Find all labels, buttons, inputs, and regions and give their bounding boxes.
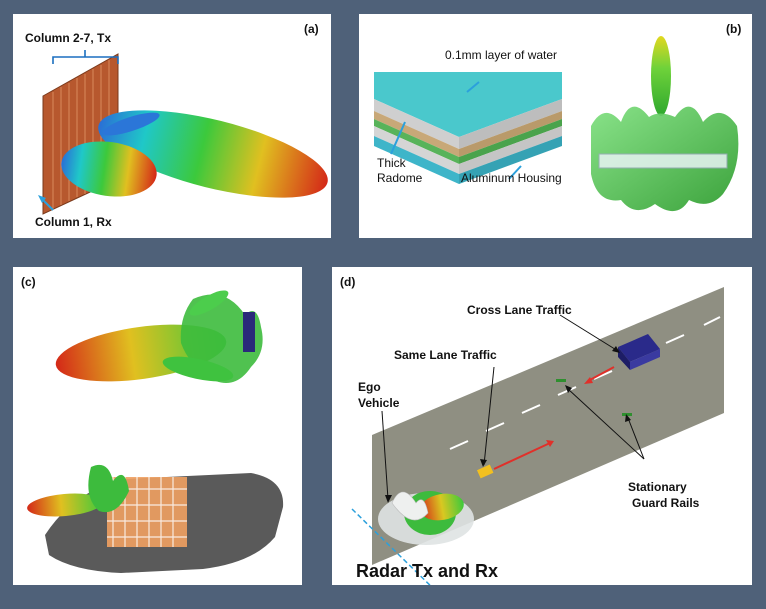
panel-c-figure: [13, 267, 302, 585]
radiation-pattern-b: [591, 36, 738, 211]
label-ego: Ego: [358, 380, 381, 394]
panel-tag-b: (b): [726, 22, 741, 36]
panel-b: (b) 0.1mm layer of water Thick Radome Al…: [359, 14, 752, 238]
label-vehicle: Vehicle: [358, 396, 399, 410]
panel-c: (c): [13, 267, 302, 585]
label-tx-columns: Column 2-7, Tx: [25, 31, 111, 45]
panel-tag-a: (a): [304, 22, 319, 36]
radiation-pattern-c-top: [52, 286, 262, 391]
guard-rail-1: [556, 379, 566, 382]
label-radar-tx-rx: Radar Tx and Rx: [356, 561, 498, 582]
panel-tag-d: (d): [340, 275, 355, 289]
panel-a: (a) Column 2-7, Tx Column 1, Rx: [13, 14, 331, 238]
panel-d: (d) Cross Lane Traffic Same Lane Traffic…: [332, 267, 752, 585]
label-rx-column: Column 1, Rx: [35, 215, 112, 229]
vehicle-bumper-c: [26, 465, 283, 573]
panel-a-figure: [13, 14, 331, 238]
label-thick: Thick: [377, 156, 406, 170]
label-water-layer: 0.1mm layer of water: [445, 48, 557, 62]
label-aluminum-housing: Aluminum Housing: [461, 171, 562, 185]
panel-tag-c: (c): [21, 275, 36, 289]
label-radome: Radome: [377, 171, 422, 185]
label-stationary: Stationary: [628, 480, 687, 494]
label-cross-lane-traffic: Cross Lane Traffic: [467, 303, 572, 317]
label-guard-rails: Guard Rails: [632, 496, 699, 510]
label-same-lane-traffic: Same Lane Traffic: [394, 348, 497, 362]
